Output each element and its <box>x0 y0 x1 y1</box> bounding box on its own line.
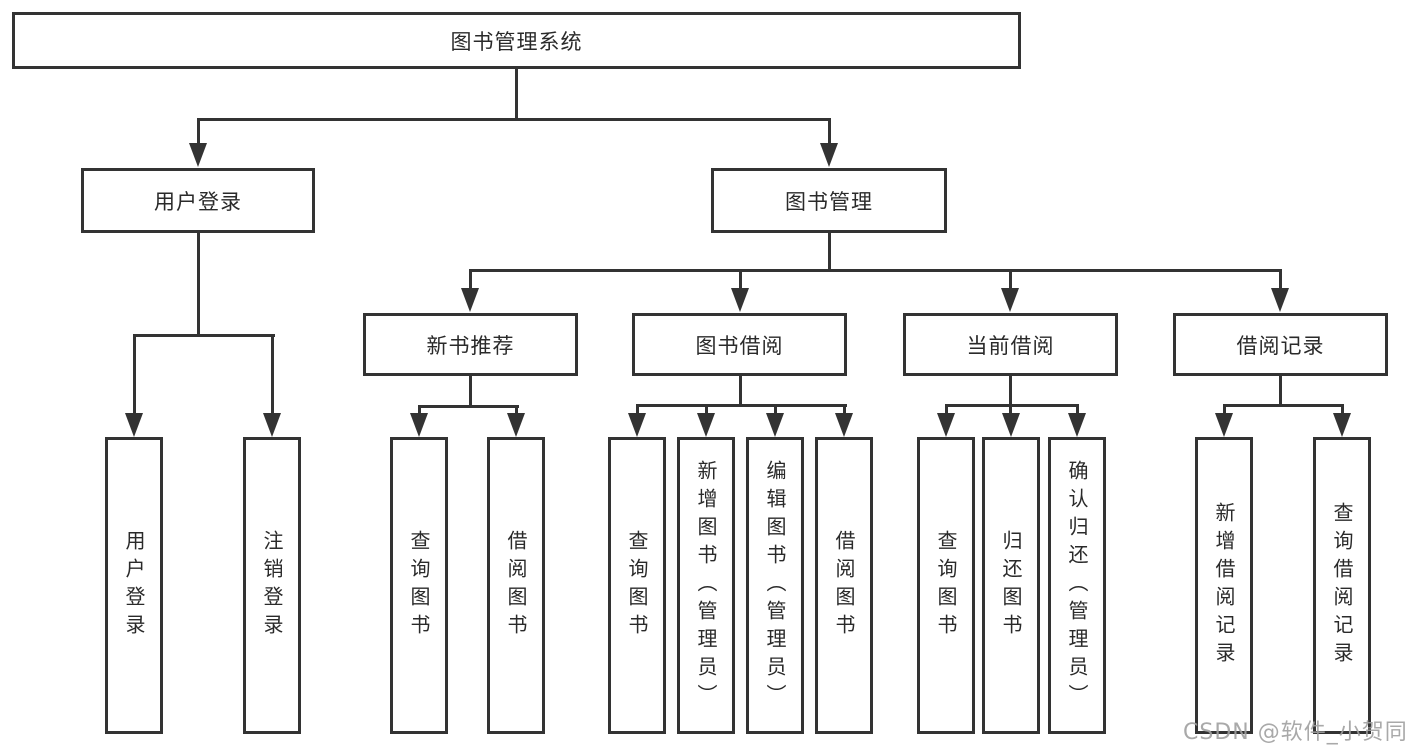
connector-arrowhead <box>461 288 479 312</box>
connector-line <box>515 405 518 417</box>
connector-line <box>197 233 200 337</box>
node-leaf-borrow-books: 借阅图书 <box>815 437 873 734</box>
connector-arrowhead <box>507 413 525 437</box>
connector-arrowhead <box>263 413 281 437</box>
node-leaf-query-books-borrow: 查询图书 <box>608 437 666 734</box>
connector-arrowhead <box>697 413 715 437</box>
connector-arrowhead <box>1333 413 1351 437</box>
node-new-book-recommendation: 新书推荐 <box>363 313 578 376</box>
node-leaf-logout: 注销登录 <box>243 437 301 734</box>
node-book-borrowing: 图书借阅 <box>632 313 847 376</box>
connector-arrowhead <box>1001 288 1019 312</box>
connector-arrowhead <box>628 413 646 437</box>
node-leaf-add-books-admin: 新增图书（管理员） <box>677 437 735 734</box>
node-book-management: 图书管理 <box>711 168 947 233</box>
watermark-text: CSDN @软件_小贺同学 <box>1183 720 1405 745</box>
connector-line <box>945 404 948 417</box>
connector-arrowhead <box>1271 288 1289 312</box>
node-leaf-query-books-current: 查询图书 <box>917 437 975 734</box>
connector-line <box>1009 269 1012 292</box>
connector-arrowhead <box>937 413 955 437</box>
connector-line <box>739 269 742 292</box>
connector-line <box>636 404 639 417</box>
node-root: 图书管理系统 <box>12 12 1021 69</box>
connector-line <box>271 334 274 416</box>
node-leaf-confirm-return-admin: 确认归还（管理员） <box>1048 437 1106 734</box>
connector-line <box>418 405 519 408</box>
node-user-login: 用户登录 <box>81 168 315 233</box>
connector-arrowhead <box>820 143 838 167</box>
connector-line <box>636 404 847 407</box>
connector-arrowhead <box>1068 413 1086 437</box>
node-leaf-add-borrow-record: 新增借阅记录 <box>1195 437 1253 734</box>
connector-arrowhead <box>766 413 784 437</box>
connector-line <box>1279 376 1282 407</box>
connector-arrowhead <box>410 413 428 437</box>
connector-arrowhead <box>189 143 207 167</box>
connector-line <box>515 68 518 120</box>
connector-line <box>1223 404 1226 417</box>
node-leaf-borrow-books-recommend: 借阅图书 <box>487 437 545 734</box>
connector-line <box>1076 404 1079 417</box>
node-current-borrowing: 当前借阅 <box>903 313 1118 376</box>
connector-line <box>197 118 200 148</box>
connector-line <box>418 405 421 417</box>
connector-arrowhead <box>1215 413 1233 437</box>
connector-arrowhead <box>835 413 853 437</box>
connector-line <box>843 404 846 417</box>
node-leaf-query-borrow-record: 查询借阅记录 <box>1313 437 1371 734</box>
connector-arrowhead <box>731 288 749 312</box>
connector-line <box>1223 404 1344 407</box>
node-leaf-return-books: 归还图书 <box>982 437 1040 734</box>
node-leaf-edit-books-admin: 编辑图书（管理员） <box>746 437 804 734</box>
node-leaf-query-books-recommend: 查询图书 <box>390 437 448 734</box>
connector-line <box>469 269 1282 272</box>
connector-line <box>945 404 1079 407</box>
connector-line <box>469 376 472 408</box>
connector-line <box>739 376 742 407</box>
connector-arrowhead <box>1002 413 1020 437</box>
connector-line <box>774 404 777 417</box>
connector-line <box>133 334 136 416</box>
node-leaf-user-login: 用户登录 <box>105 437 163 734</box>
connector-line <box>197 118 831 121</box>
connector-line <box>469 269 472 292</box>
connector-line <box>828 233 831 272</box>
connector-arrowhead <box>125 413 143 437</box>
connector-line <box>828 118 831 148</box>
connector-line <box>1279 269 1282 292</box>
connector-line <box>1009 376 1012 407</box>
connector-line <box>133 334 275 337</box>
node-borrowing-records: 借阅记录 <box>1173 313 1388 376</box>
connector-line <box>1341 404 1344 417</box>
connector-line <box>705 404 708 417</box>
connector-line <box>1009 404 1012 417</box>
